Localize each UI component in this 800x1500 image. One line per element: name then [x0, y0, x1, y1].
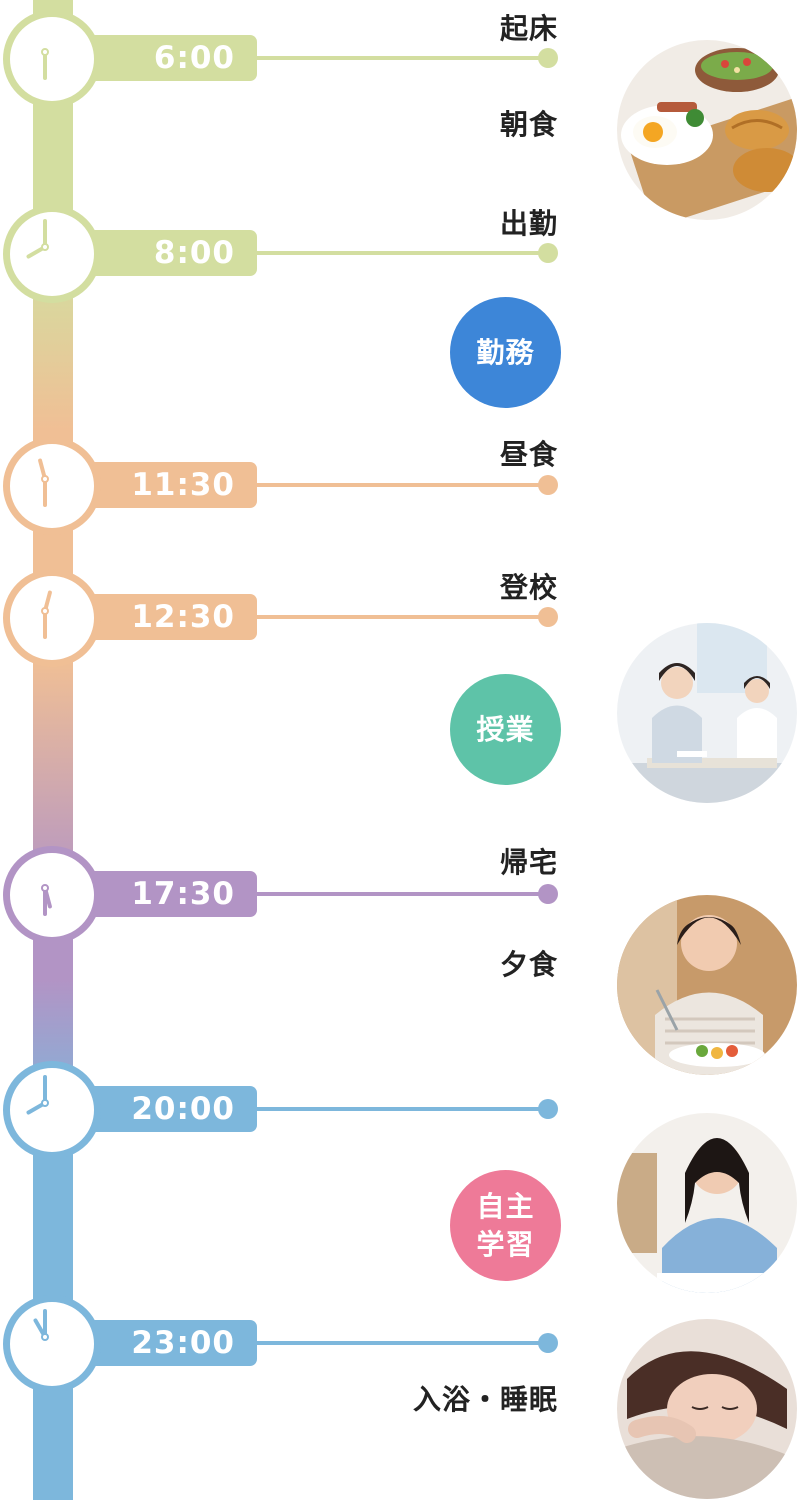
connector-dot — [538, 48, 558, 68]
time-tab: 23:00 — [90, 1320, 257, 1366]
time-label: 17:30 — [131, 876, 235, 912]
time-tab: 8:00 — [90, 230, 257, 276]
label-wake-up: 起床 — [499, 12, 558, 45]
connector-line — [250, 56, 548, 60]
breakfast-photo — [617, 40, 797, 220]
connector-line — [250, 1341, 548, 1345]
time-label: 6:00 — [153, 40, 235, 76]
classroom-photo — [617, 623, 797, 803]
connector-line — [250, 251, 548, 255]
time-label: 20:00 — [131, 1091, 235, 1127]
label-bath-sleep: 入浴・睡眠 — [412, 1383, 558, 1416]
label-dinner: 夕食 — [499, 948, 558, 981]
clock-center — [41, 48, 49, 56]
label-home: 帰宅 — [499, 846, 558, 879]
sleep-photo — [617, 1319, 797, 1499]
bubble-study-line1: 自主 — [476, 1189, 535, 1223]
clock-center — [41, 1333, 49, 1341]
clock-icon — [3, 846, 101, 944]
clock-icon — [3, 569, 101, 667]
connector-dot — [538, 607, 558, 627]
label-commute: 出勤 — [499, 207, 558, 240]
study-photo — [617, 1113, 797, 1293]
time-tab: 20:00 — [90, 1086, 257, 1132]
bubble-class-text: 授業 — [476, 712, 535, 746]
connector-dot — [538, 1333, 558, 1353]
connector-dot — [538, 243, 558, 263]
time-label: 12:30 — [131, 599, 235, 635]
clock-center — [41, 1099, 49, 1107]
time-tab: 11:30 — [90, 462, 257, 508]
connector-line — [250, 1107, 548, 1111]
clock-center — [41, 884, 49, 892]
bubble-class: 授業 — [450, 674, 561, 785]
bubble-self-study: 自主 学習 — [450, 1170, 561, 1281]
connector-dot — [538, 1099, 558, 1119]
time-tab: 12:30 — [90, 594, 257, 640]
clock-center — [41, 475, 49, 483]
clock-icon — [3, 437, 101, 535]
time-label: 11:30 — [131, 467, 235, 503]
connector-line — [250, 483, 548, 487]
label-breakfast: 朝食 — [499, 108, 558, 141]
label-school: 登校 — [499, 571, 558, 604]
dinner-photo — [617, 895, 797, 1075]
clock-icon — [3, 205, 101, 303]
time-label: 8:00 — [153, 235, 235, 271]
clock-center — [41, 243, 49, 251]
bubble-study-line2: 学習 — [476, 1227, 535, 1261]
clock-icon — [3, 1061, 101, 1159]
connector-line — [250, 615, 548, 619]
clock-center — [41, 607, 49, 615]
bubble-work: 勤務 — [450, 297, 561, 408]
clock-icon — [3, 10, 101, 108]
bubble-work-text: 勤務 — [476, 335, 535, 369]
time-tab: 6:00 — [90, 35, 257, 81]
connector-line — [250, 892, 548, 896]
time-label: 23:00 — [131, 1325, 235, 1361]
connector-dot — [538, 884, 558, 904]
time-tab: 17:30 — [90, 871, 257, 917]
label-lunch: 昼食 — [499, 438, 558, 471]
connector-dot — [538, 475, 558, 495]
clock-icon — [3, 1295, 101, 1393]
